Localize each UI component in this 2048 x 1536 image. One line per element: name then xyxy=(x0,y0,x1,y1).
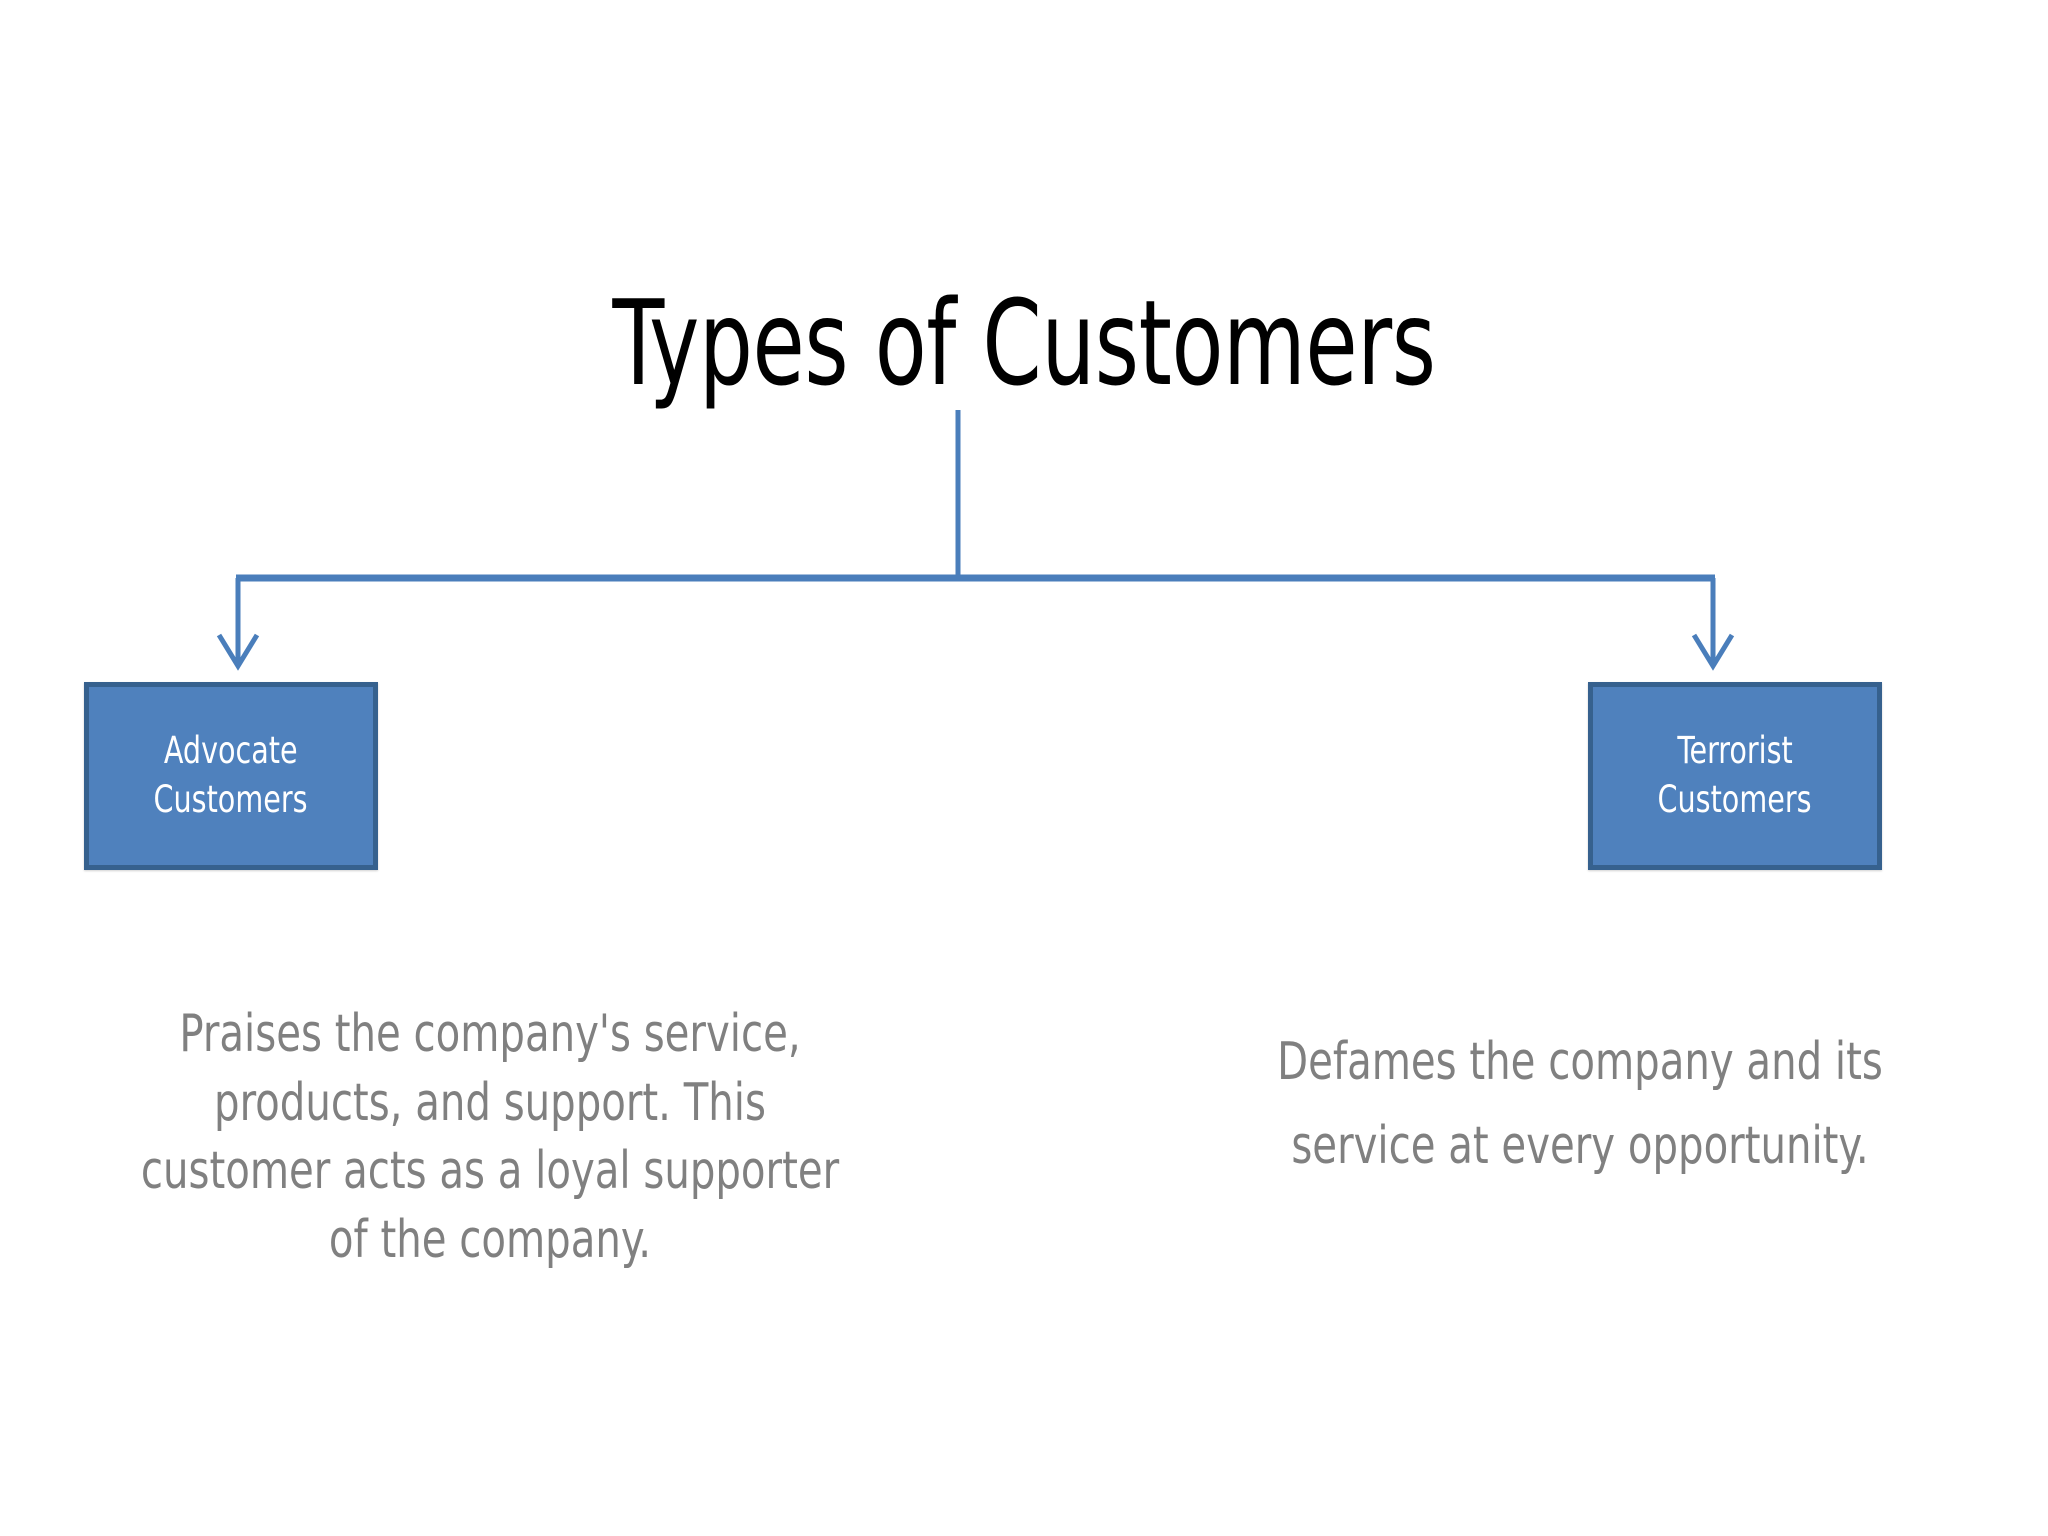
node-advocate-label-line2: Customers xyxy=(154,778,308,821)
arrowhead-left-icon xyxy=(216,633,260,671)
node-terrorist-label-line1: Terrorist xyxy=(1677,729,1793,773)
description-terrorist-customers: Defames the company and its service at e… xyxy=(1277,1032,1883,1177)
arrowhead-right-icon xyxy=(1691,633,1735,671)
node-advocate-label-line1: Advocate xyxy=(164,729,298,773)
page-title: Types of Customers xyxy=(612,274,1436,412)
description-advocate-customers: Praises the company's service, products,… xyxy=(140,1004,840,1270)
node-terrorist-label-line2: Customers xyxy=(1658,778,1812,821)
node-advocate-customers[interactable]: Advocate Customers xyxy=(84,682,378,870)
node-terrorist-customers[interactable]: Terrorist Customers xyxy=(1588,682,1882,870)
